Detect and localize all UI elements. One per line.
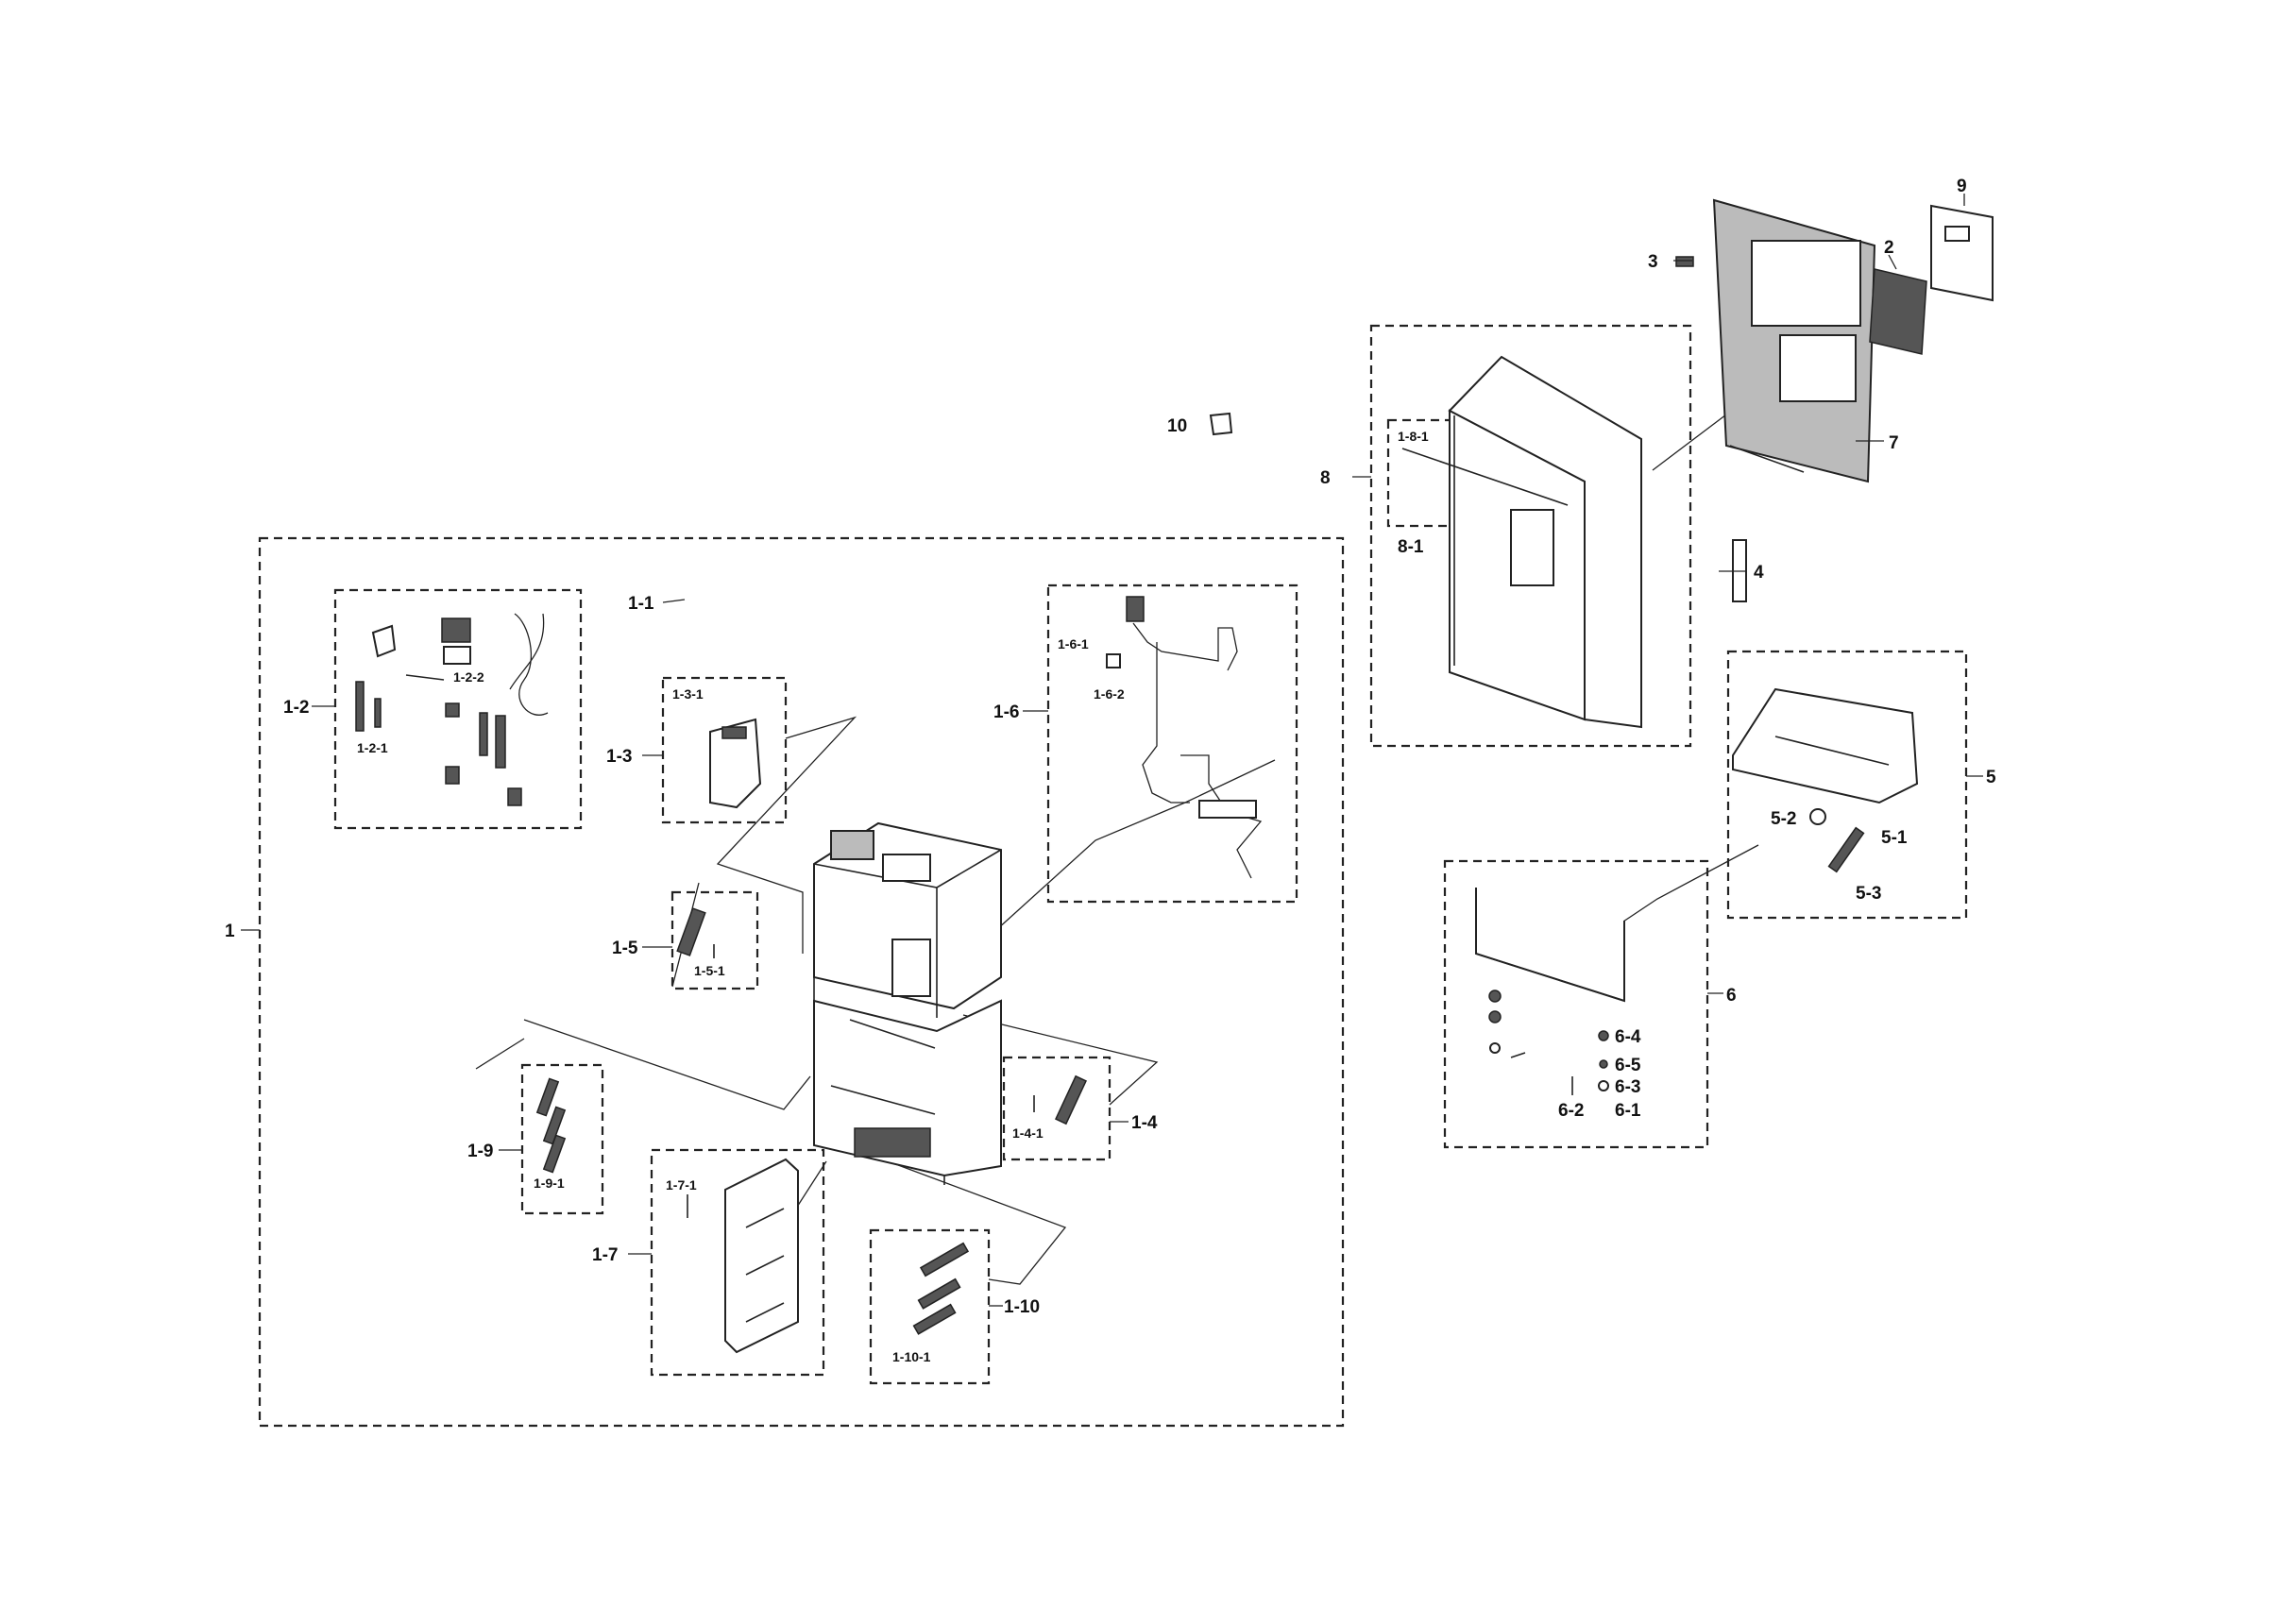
callout-1-5: 1-5 — [612, 939, 638, 958]
part-5 — [1732, 687, 1919, 873]
part-1-4 — [1033, 1074, 1087, 1125]
callout-1-4-1: 1-4-1 — [1012, 1125, 1044, 1141]
part-9-cover — [1930, 204, 1994, 302]
group-1-10-box — [869, 1228, 991, 1385]
callout-6-4: 6-4 — [1615, 1027, 1641, 1047]
group-1-4-box — [1002, 1056, 1112, 1161]
part-10 — [1209, 412, 1233, 436]
callout-6-1: 6-1 — [1615, 1101, 1641, 1121]
group-5-box — [1726, 650, 1968, 920]
callout-1-4: 1-4 — [1131, 1113, 1158, 1133]
callout-1-1: 1-1 — [628, 594, 654, 614]
callout-1-3: 1-3 — [606, 747, 632, 767]
callout-5-2: 5-2 — [1771, 809, 1796, 829]
callout-1-2: 1-2 — [283, 698, 309, 718]
part-8-door — [1401, 355, 1642, 729]
leader-lines — [241, 194, 1983, 1307]
callout-6-5: 6-5 — [1615, 1056, 1641, 1075]
part-1-9 — [535, 1077, 567, 1174]
group-1-box — [258, 536, 1345, 1428]
part-1-3 — [709, 718, 762, 809]
callout-4: 4 — [1754, 563, 1764, 583]
callout-1-5-1: 1-5-1 — [694, 963, 725, 978]
callout-1-2-1: 1-2-1 — [357, 740, 388, 755]
callout-6-2: 6-2 — [1558, 1101, 1584, 1121]
part-1-6 — [1106, 596, 1263, 879]
connector-lines — [475, 405, 1759, 1285]
callout-1-7-1: 1-7-1 — [666, 1177, 697, 1193]
part-6 — [1475, 888, 1625, 1095]
callout-7: 7 — [1889, 433, 1899, 453]
group-8-box — [1369, 324, 1692, 748]
callout-1-6-2: 1-6-2 — [1094, 686, 1125, 702]
callout-1: 1 — [225, 922, 235, 941]
callout-1-6: 1-6 — [993, 702, 1019, 722]
callout-1-9-1: 1-9-1 — [534, 1176, 565, 1191]
group-1-6-box — [1046, 584, 1298, 904]
group-1-7-box — [650, 1148, 825, 1377]
part-1-7 — [687, 1158, 799, 1354]
callout-1-7: 1-7 — [592, 1245, 618, 1265]
callout-5-3: 5-3 — [1856, 884, 1881, 904]
callout-3: 3 — [1648, 252, 1658, 272]
callout-1-9: 1-9 — [467, 1142, 493, 1161]
callout-1-10: 1-10 — [1004, 1297, 1040, 1317]
callout-2: 2 — [1884, 238, 1894, 258]
part-1-10 — [912, 1242, 970, 1335]
callout-5-1: 5-1 — [1881, 828, 1908, 848]
parts-1-2 — [355, 613, 549, 806]
part-7-panel — [1712, 198, 1876, 483]
callout-6: 6 — [1726, 986, 1737, 1006]
callout-1-2-2: 1-2-2 — [453, 669, 484, 685]
part-1-5 — [676, 907, 715, 958]
callout-1-6-1: 1-6-1 — [1058, 636, 1089, 651]
callout-1-8-1: 1-8-1 — [1398, 429, 1429, 444]
part-2-module — [1869, 268, 1927, 355]
main-cabinet-assembly — [813, 821, 1002, 1185]
callout-1-3-1: 1-3-1 — [672, 686, 704, 702]
part-3 — [1675, 256, 1694, 267]
callout-1-10-1: 1-10-1 — [892, 1349, 931, 1364]
callout-8: 8 — [1320, 468, 1331, 488]
callout-8-1: 8-1 — [1398, 537, 1424, 557]
callout-5: 5 — [1986, 768, 1996, 787]
callout-10: 10 — [1167, 416, 1187, 436]
group-1-3-box — [661, 676, 788, 824]
group-6-box — [1443, 859, 1709, 1149]
callout-6-3: 6-3 — [1615, 1077, 1640, 1097]
group-1-9-box — [520, 1063, 604, 1215]
group-1-5-box — [670, 890, 759, 990]
callout-9: 9 — [1957, 177, 1967, 196]
